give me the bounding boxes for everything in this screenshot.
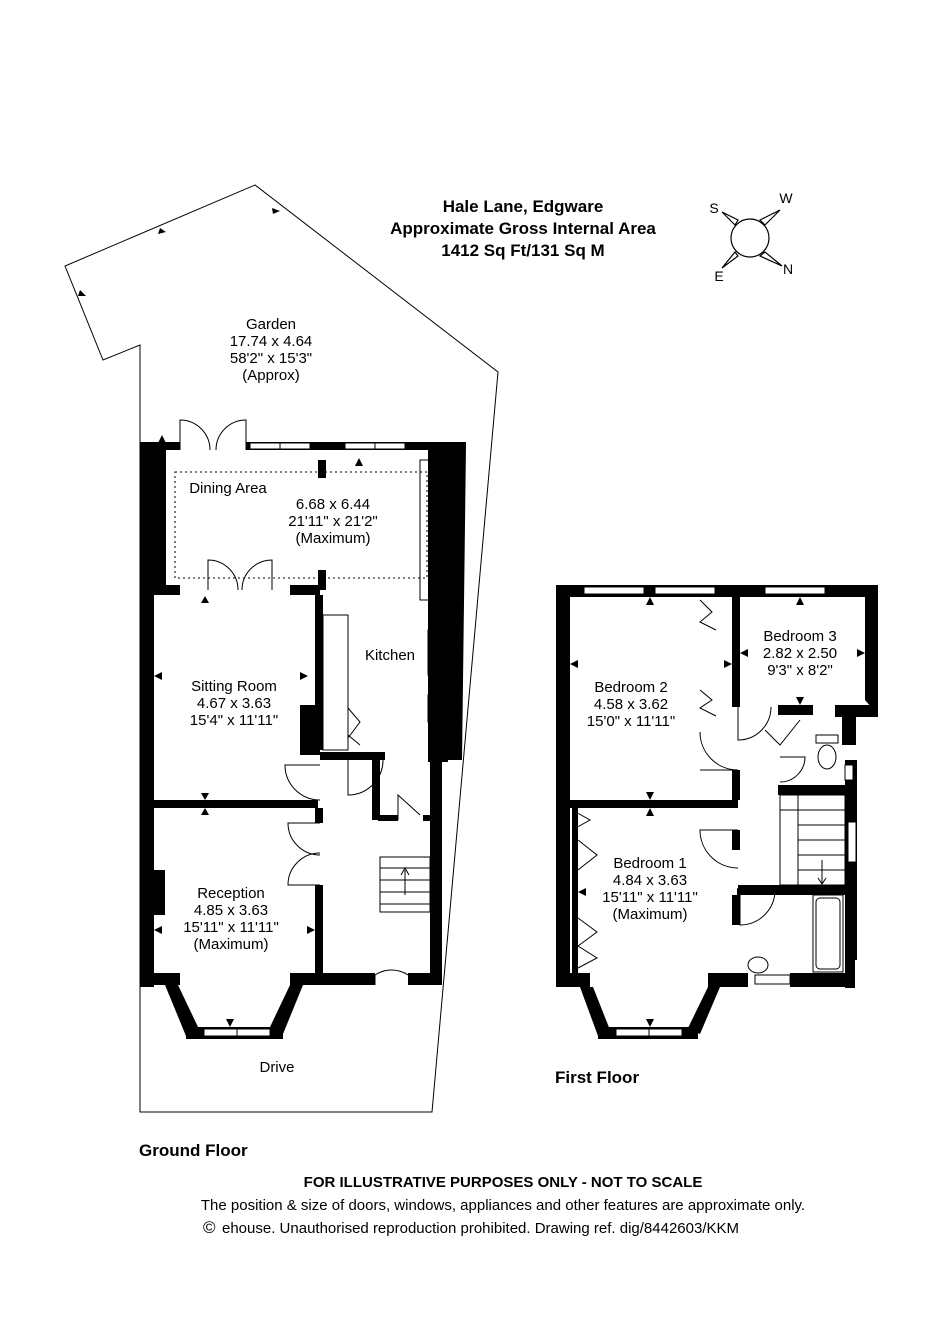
bedroom1-name: Bedroom 1 <box>613 855 686 872</box>
compass-icon <box>721 209 783 269</box>
first-floor-stairs <box>779 794 846 886</box>
bedroom1-imperial: 15'11" x 11'11" <box>602 889 698 906</box>
ground-floor-doors <box>179 419 421 985</box>
bedroom1-note: (Maximum) <box>613 906 688 923</box>
bedroom3-imperial: 9'3" x 8'2" <box>767 662 833 679</box>
bedroom3-name: Bedroom 3 <box>763 628 836 645</box>
first-floor-doors <box>571 599 806 969</box>
reception-name: Reception <box>197 885 265 902</box>
dining-metric: 6.68 x 6.44 <box>296 496 370 513</box>
garden-metric: 17.74 x 4.64 <box>230 333 313 350</box>
reception-imperial: 15'11" x 11'11" <box>183 919 279 936</box>
compass-e: E <box>714 268 723 284</box>
kitchen-name: Kitchen <box>365 647 415 664</box>
dining-name: Dining Area <box>189 480 267 497</box>
first-floor-windows <box>583 586 826 1037</box>
sitting-imperial: 15'4" x 11'11" <box>190 712 278 729</box>
sitting-name: Sitting Room <box>191 678 277 695</box>
boundary-arrows <box>78 208 280 296</box>
plot-boundary <box>64 184 499 1113</box>
total-area: 1412 Sq Ft/131 Sq M <box>441 241 604 260</box>
bedroom3-metric: 2.82 x 2.50 <box>763 645 837 662</box>
title: Hale Lane, Edgware <box>443 197 604 216</box>
garden-name: Garden <box>246 316 296 333</box>
bedroom2-name: Bedroom 2 <box>594 679 667 696</box>
copyright-icon: © <box>203 1218 216 1237</box>
first-measure-arrows <box>226 597 865 1027</box>
dining-area-outline <box>174 471 428 579</box>
ground-floor-stairs <box>379 856 431 913</box>
bedroom1-metric: 4.84 x 3.63 <box>613 872 687 889</box>
bedroom2-metric: 4.58 x 3.62 <box>594 696 668 713</box>
ground-measure-arrows <box>154 435 452 934</box>
compass-w: W <box>779 190 793 206</box>
dining-imperial: 21'11" x 21'2" <box>288 513 378 530</box>
compass-s: S <box>709 200 718 216</box>
garden-imperial: 58'2" x 15'3" <box>230 350 312 367</box>
ground-floor-windows <box>203 442 406 1037</box>
ground-floor-label: Ground Floor <box>139 1141 248 1160</box>
footer-line2: The position & size of doors, windows, a… <box>201 1197 805 1214</box>
sitting-metric: 4.67 x 3.63 <box>197 695 271 712</box>
subtitle: Approximate Gross Internal Area <box>390 219 656 238</box>
dining-note: (Maximum) <box>296 530 371 547</box>
drive-name: Drive <box>259 1059 294 1076</box>
footer-line3: ehouse. Unauthorised reproduction prohib… <box>222 1220 739 1237</box>
disclaimer: FOR ILLUSTRATIVE PURPOSES ONLY - NOT TO … <box>304 1174 703 1191</box>
reception-metric: 4.85 x 3.63 <box>194 902 268 919</box>
reception-note: (Maximum) <box>194 936 269 953</box>
bedroom2-imperial: 15'0" x 11'11" <box>587 713 675 730</box>
bathroom-fittings <box>747 734 857 974</box>
garden-note: (Approx) <box>242 367 300 384</box>
first-floor-label: First Floor <box>555 1068 639 1087</box>
kitchen-fittings <box>322 459 446 756</box>
compass-n: N <box>783 261 793 277</box>
